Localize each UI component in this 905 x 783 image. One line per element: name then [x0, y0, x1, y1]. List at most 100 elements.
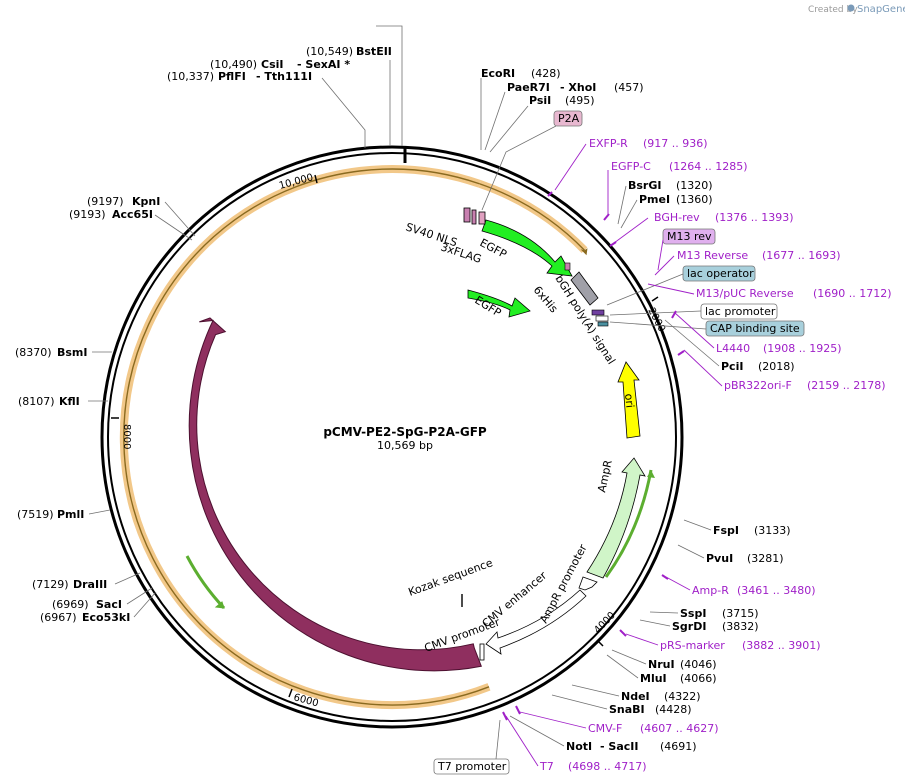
pflfi-position: (10,337): [167, 70, 214, 83]
pvui-leader: [677, 544, 705, 559]
3xflag-label: 3xFLAG: [439, 240, 483, 265]
ampr-promoter-feature[interactable]: [578, 576, 598, 591]
psii-name: PsiI: [529, 94, 551, 107]
snabi-position: (4428): [655, 703, 692, 716]
lac-promoter-block[interactable]: [595, 315, 609, 322]
cmv-f-mark: [515, 705, 521, 715]
csii-position: (10,490): [210, 58, 257, 71]
backbone-outer-circle: [100, 145, 684, 729]
pbr322ori-f-mark: [677, 350, 685, 356]
pmei-leader: [620, 199, 638, 229]
sspi-name: SspI: [680, 607, 706, 620]
fspi-leader: [683, 519, 712, 531]
lac-promoter-box[interactable]: [700, 303, 778, 320]
ampr-feature[interactable]: [586, 457, 646, 579]
lac-operator-block[interactable]: [591, 309, 605, 316]
cmv-promoter-feature[interactable]: [479, 643, 485, 661]
sacii-position: (4691): [660, 740, 697, 753]
lac-promoter-box-label: lac promoter: [705, 305, 776, 318]
m13-reverse-position: (1677 .. 1693): [762, 249, 841, 262]
created-by-text: Created by: [808, 5, 858, 15]
l4440-position: (1908 .. 1925): [763, 342, 842, 355]
pmli-name: PmlI: [57, 508, 84, 521]
p2a-box[interactable]: [553, 110, 583, 127]
t7-promoter-box-label: T7 promoter: [437, 760, 507, 773]
acc65i-name: Acc65I: [112, 208, 153, 221]
ori-feature[interactable]: [617, 361, 641, 439]
m13-rev-box[interactable]: [662, 228, 716, 245]
egfp-feature[interactable]: [481, 219, 573, 277]
amp-r-name: Amp-R: [692, 584, 729, 597]
m13-reverse-name: M13 Reverse: [677, 249, 748, 262]
prs-marker-name: pRS-marker: [660, 639, 725, 652]
tick-label-2000: 2000: [645, 306, 667, 334]
plasmid-length: 10,569 bp: [377, 439, 433, 452]
egfp-c-name: EGFP-C: [611, 160, 651, 173]
sspi-position: (3715): [722, 607, 759, 620]
pbr322ori-f-position: (2159 .. 2178): [807, 379, 886, 392]
cap-binding-site-box[interactable]: [705, 320, 805, 337]
m13-rev-leader: [657, 239, 664, 271]
lac-operator-box[interactable]: [682, 265, 756, 282]
cap-binding-block[interactable]: [597, 321, 609, 327]
draiii-name: DraIII: [73, 578, 107, 591]
fspi-name: FspI: [713, 524, 739, 537]
kfli-name: KflI: [59, 395, 80, 408]
green-orf-arrow-left: [185, 555, 226, 610]
pmei-name: PmeI: [639, 193, 670, 206]
sv40-nls-block[interactable]: [463, 207, 471, 223]
l4440-leader: [674, 312, 715, 349]
ndei-leader: [571, 684, 620, 697]
exfp-r-name: EXFP-R: [589, 137, 628, 150]
pflfi-leader: [321, 77, 366, 148]
sgrdi-name: SgrDI: [672, 620, 706, 633]
p2a-block[interactable]: [478, 211, 486, 225]
t7-promoter-box[interactable]: [433, 758, 510, 775]
bgh-rev-leader: [613, 217, 649, 244]
egfp-feature-2[interactable]: [467, 289, 531, 318]
p2a-box-label: P2A: [558, 112, 580, 125]
cap-binding-site-leader: [609, 321, 707, 330]
prs-marker-position: (3882 .. 3901): [742, 639, 821, 652]
prs-marker-mark: [619, 629, 627, 637]
ndei-name: NdeI: [621, 690, 650, 703]
mlui-name: MluI: [640, 672, 667, 685]
pcii-name: PciI: [721, 360, 743, 373]
lac-operator-leader: [606, 273, 684, 306]
ori-label: ori: [622, 393, 636, 409]
kozak-label: Kozak sequence: [407, 556, 495, 599]
snabi-leader: [551, 694, 608, 710]
pbr322ori-f-name: pBR322ori-F: [724, 379, 792, 392]
6xhis-block[interactable]: [564, 262, 571, 271]
bsrgi-name: BsrGI: [628, 179, 661, 192]
3xflag-block[interactable]: [471, 209, 477, 225]
pmei-position: (1360): [676, 193, 713, 206]
bsteii-leader: [376, 25, 403, 146]
pvui-name: PvuI: [706, 552, 733, 565]
t7-position: (4698 .. 4717): [568, 760, 647, 773]
pcii-position: (2018): [758, 360, 795, 373]
nrui-position: (4046): [680, 658, 717, 671]
kfli-position: (8107): [18, 395, 55, 408]
noti-leader: [509, 715, 565, 747]
pvui-position: (3281): [747, 552, 784, 565]
bgh-polya-feature[interactable]: [570, 271, 599, 306]
l4440-name: L4440: [716, 342, 750, 355]
nrui-name: NruI: [648, 658, 675, 671]
psii-position: (495): [565, 94, 595, 107]
pmli-position: (7519): [17, 508, 54, 521]
green-orf-arrow-right: [604, 469, 653, 578]
amp-r-leader: [665, 576, 691, 591]
pflfi-name: PflFI: [218, 70, 246, 83]
cas9-feature[interactable]: [188, 317, 482, 672]
mlui-position: (4066): [680, 672, 717, 685]
eco53ki-leader: [133, 591, 157, 618]
sacii-name: - SacII: [600, 740, 638, 753]
orf-band-main-line: [123, 168, 490, 706]
acc65i-position: (9193): [69, 208, 106, 221]
cmv-enhancer-feature[interactable]: [485, 589, 587, 655]
pmli-leader: [88, 509, 111, 515]
egfp-label: EGFP: [478, 236, 510, 261]
mlui-leader: [606, 654, 639, 679]
